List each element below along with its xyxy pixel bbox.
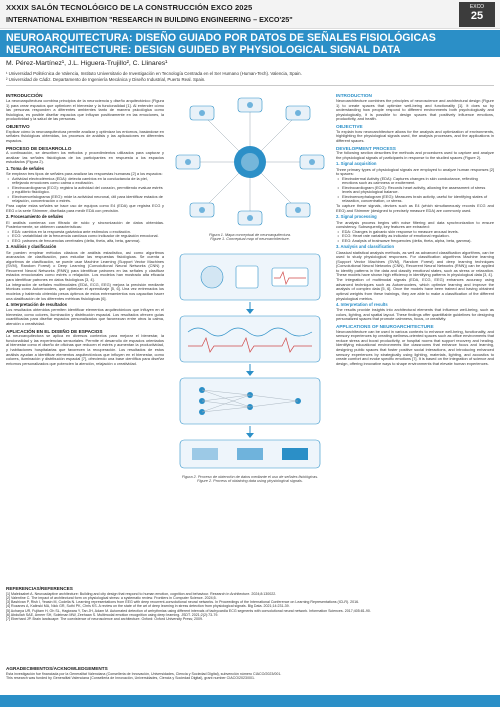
bullet-list: Actividad electrodérmica (EDA): detecta … [6, 176, 164, 204]
logo-text: EXCO [469, 4, 485, 10]
list-item: ECG: Heart rate variability as indicator… [336, 234, 494, 239]
reference-item: [3] Bashivan P, Rish I, Yeasin M, Codell… [6, 600, 360, 605]
figure-2-caption: Figura 2. Proceso de obtención de datos … [181, 475, 319, 484]
event-subtitle: INTERNATIONAL EXHIBITION "RESEARCH IN BU… [6, 15, 293, 24]
section-heading: APLICACIÓN EN EL DISEÑO DE ESPACIOS [6, 328, 103, 334]
section-heading: INTRODUCTION [336, 93, 372, 99]
list-item: Actividad electrodérmica (EDA): detecta … [6, 176, 164, 186]
authors: M. Pérez-Martínez¹, J.L. Higuera-Trujill… [6, 60, 168, 67]
reference-item: [1] Maleksabet A. Neuroadaptive architec… [6, 591, 277, 596]
list-item: EDA: cambios en la respuesta galvánica a… [6, 229, 164, 235]
paragraph: La integración de señales multimodales (… [6, 281, 164, 301]
subsection-heading: 2. Signal processing [336, 214, 377, 220]
paragraph: Explicar cómo la neuroarquitectura permi… [6, 128, 164, 143]
acknowledgements-heading: AGRADECIMIENTOS/ACKNOWLEDGEMENTS [6, 666, 108, 671]
footer-bar [0, 695, 500, 707]
acknowledgement-es: Esta investigación fue financiada por la… [6, 671, 282, 676]
list-item: EEG: patrones de frecuencias cerebrales … [6, 238, 164, 244]
list-item: EEG: Analysis of brainwave frequencies (… [336, 238, 494, 244]
paragraph: La neuroarquitectura combina principios … [6, 97, 164, 122]
event-header: XXXIX SALÓN TECNOLÓGICO DE LA CONSTRUCCI… [0, 0, 500, 29]
list-item: Electrodermal Activity (EDA): Captures c… [336, 176, 494, 186]
paragraph: Neuroarchitecture can be used in various… [336, 328, 494, 366]
exco-logo: EXCO 25 [459, 2, 495, 27]
affiliation-1: ¹ Universidad Politécnica de Valencia, I… [6, 71, 302, 76]
section-heading: APPLICATIONS OF NEUROARCHITECTURE [336, 324, 434, 330]
reference-item: [7] Eberhard JP. Brain landscape: The co… [6, 617, 204, 622]
paragraph: The integration of multimodal signals (E… [336, 277, 494, 301]
paragraph: The analysis process begins with noise f… [336, 219, 494, 230]
acknowledgements: AGRADECIMIENTOS/ACKNOWLEDGEMENTS Esta in… [6, 666, 494, 688]
subsection-heading: 3. Analysis and classification [336, 244, 395, 249]
section-heading: OBJETIVO [6, 123, 30, 129]
paragraph: Para captar estas señales se hace uso de… [6, 203, 164, 214]
paragraph: Classical statistical analysis methods, … [336, 249, 494, 278]
paragraph: Se emplean tres tipos de señales para an… [6, 171, 163, 177]
paragraph: To explain how neuroarchitecture allows … [336, 128, 494, 143]
paragraph: The results provide insights into archit… [336, 307, 494, 322]
spanish-column: INTRODUCCIÓN La neuroarquitectura combin… [6, 91, 164, 581]
paragraph: La neuroarquitectura se aplica en divers… [6, 333, 164, 366]
paragraph: El análisis comienza con filtrado de rui… [6, 219, 164, 230]
paragraph: To capture these signals, devices such a… [336, 203, 494, 214]
section-heading: PROCESO DE DESARROLLO [6, 145, 72, 151]
subsection-heading: 4. Interpretación de resultados [6, 301, 67, 307]
list-item: Electroencephalogram (EEG): Measures bra… [336, 194, 494, 204]
paper-title-en: NEUROARCHITECTURE: DESIGN GUIDED BY PHYS… [6, 44, 401, 56]
event-title: XXXIX SALÓN TECNOLÓGICO DE LA CONSTRUCCI… [6, 3, 253, 12]
title-banner: NEUROARQUITECTURA: DISEÑO GUIADO POR DAT… [0, 30, 500, 57]
subsection-heading: 2. Procesamiento de señales [6, 214, 64, 220]
logo-year: 25 [470, 10, 484, 22]
reference-item: [4] Rozanes A, Kalinski MA, Nick GR, Sut… [6, 604, 290, 609]
references: REFERENCIAS/REFERENCES [1] Maleksabet A.… [6, 586, 494, 665]
bullet-list: EDA: Changes in galvanic skin response t… [336, 229, 494, 244]
paragraph: The following section describes the meth… [336, 150, 494, 160]
section-heading: DEVELOPMENT PROCESS [336, 145, 396, 151]
paragraph: A continuación, se describen los métodos… [6, 150, 164, 165]
figure-1-caption: Figura 1. Mapa conceptual de neuroarquit… [208, 233, 292, 242]
references-heading: REFERENCIAS/REFERENCES [6, 586, 73, 591]
paragraph: Los resultados obtenidos permiten identi… [6, 307, 164, 326]
paragraph: Neuroarchitecture combines the principle… [336, 97, 494, 122]
reference-item: [2] Valentine C. The impact of architect… [6, 595, 217, 600]
section-heading: INTRODUCCIÓN [6, 93, 43, 99]
reference-item: [5] Acharya UR, Fujitam H, Oh SL, Hagiwa… [6, 608, 371, 613]
list-item: Electroencefalograma (EEG): mide la acti… [6, 194, 164, 204]
paper-title-es: NEUROARQUITECTURA: DISEÑO GUIADO POR DAT… [6, 32, 436, 44]
subsection-heading: 4. Interpretation of results [336, 301, 388, 307]
list-item: EDA: Changes in galvanic skin response t… [336, 229, 494, 235]
list-item: ECG: variabilidad de la frecuencia cardí… [6, 234, 164, 239]
figure-2-process-diagram [172, 248, 328, 473]
english-column: INTRODUCTION Neuroarchitecture combines … [336, 91, 494, 668]
section-heading: OBJECTIVE [336, 123, 363, 129]
subsection-heading: 1. Toma de señales [6, 165, 45, 171]
figure-1-concept-map [172, 92, 328, 232]
subsection-heading: 1. Signal acquisition [336, 161, 377, 167]
subsection-heading: 3. Análisis y clasificación [6, 244, 57, 249]
paragraph: Se pueden emplear métodos clásicos de an… [6, 249, 164, 282]
list-item: Electrocardiogram (ECG): Records heart a… [336, 185, 494, 195]
bullet-list: EDA: cambios en la respuesta galvánica a… [6, 229, 164, 244]
paragraph: Three primary types of physiological sig… [336, 166, 494, 177]
acknowledgement-en: This research was funded by Generalitat … [6, 675, 256, 680]
affiliation-2: ² Universidad de Cádiz. Departamento de … [6, 77, 206, 82]
list-item: Electrocardiograma (ECG): registra la ac… [6, 185, 164, 195]
reference-item: [6] Abdullah SAE, Ameer SH, Soleiman MW,… [6, 613, 219, 618]
bullet-list: Electrodermal Activity (EDA): Captures c… [336, 176, 494, 204]
divider [6, 85, 494, 86]
